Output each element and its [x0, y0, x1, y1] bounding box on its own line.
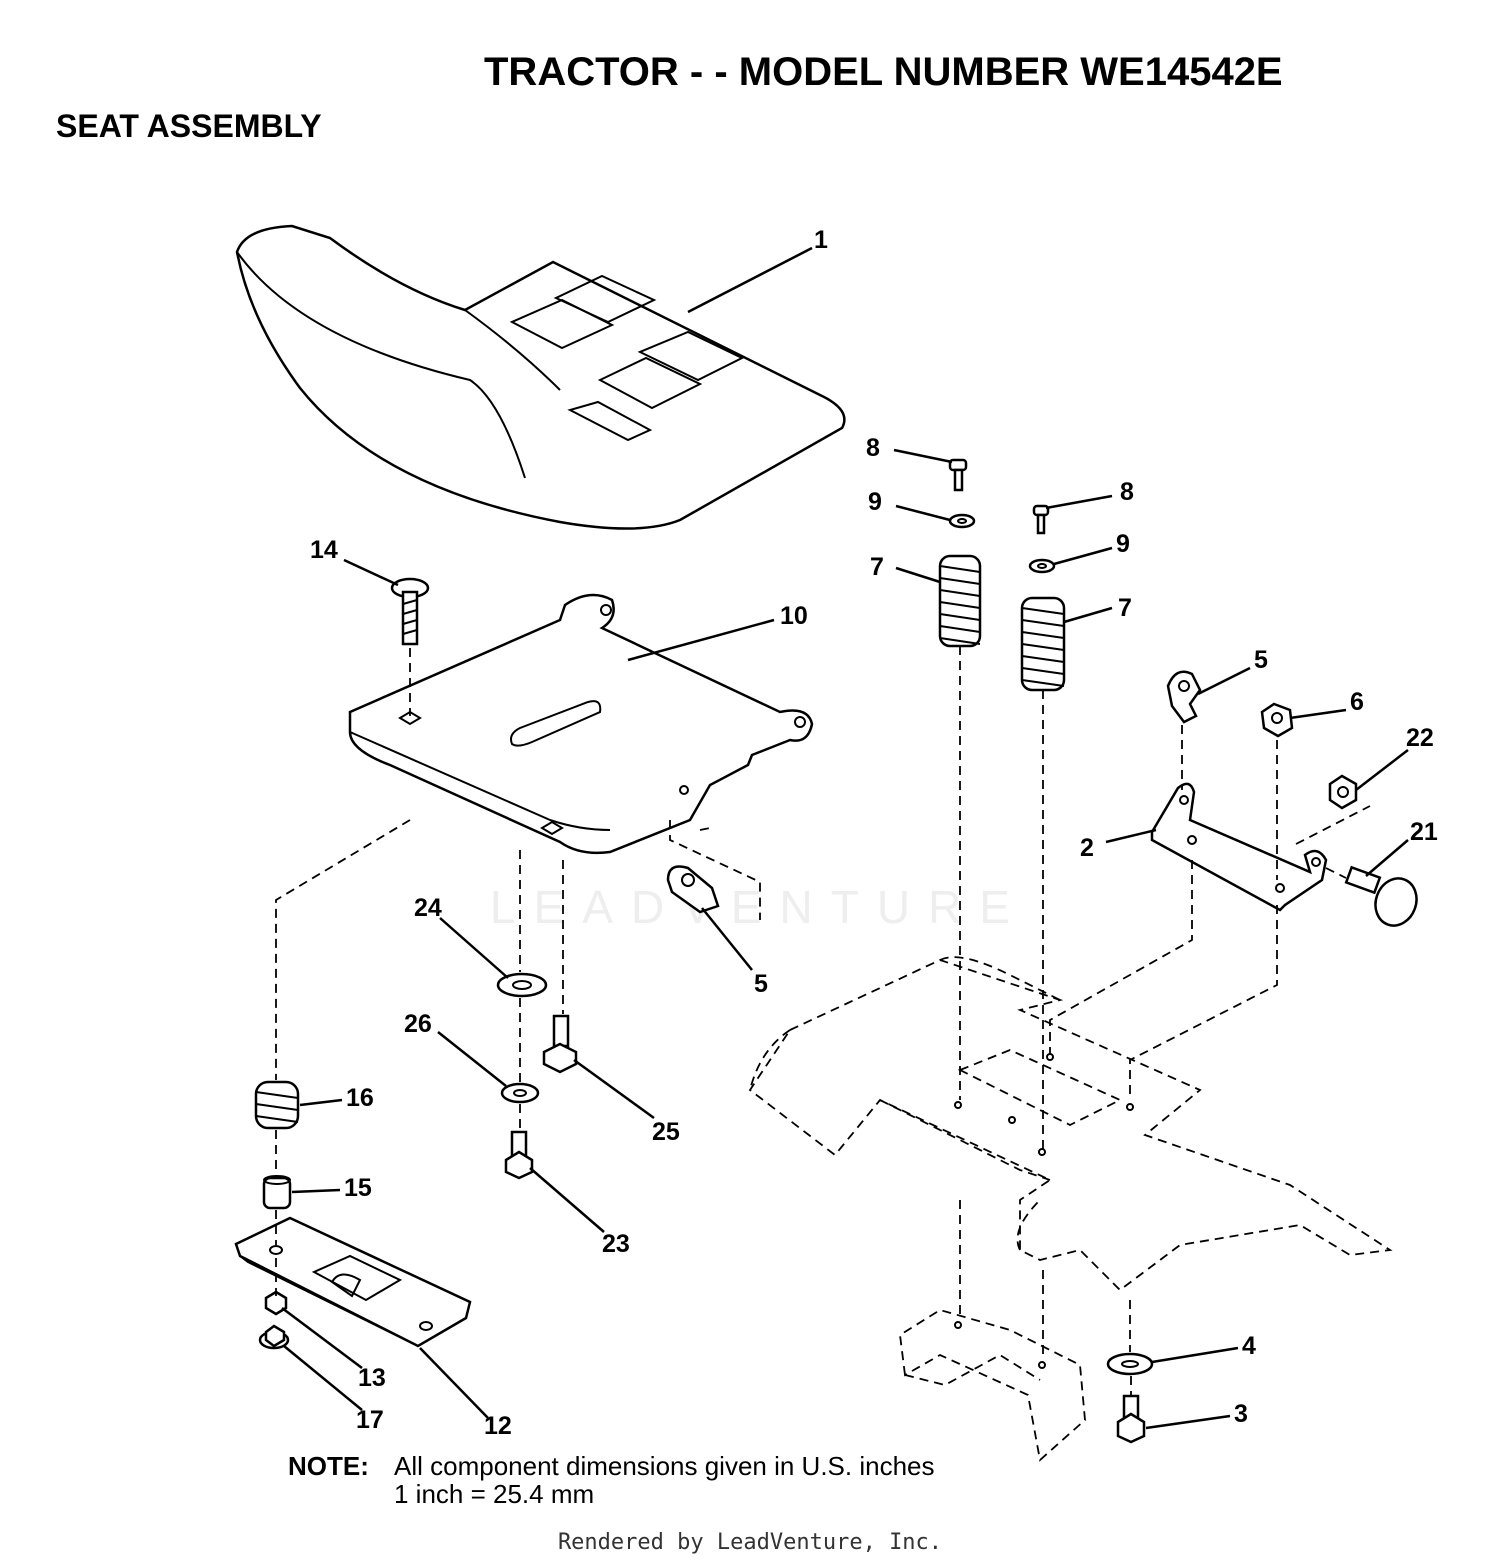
- fender-frame-outline: [748, 956, 1393, 1462]
- callout-26: 26: [404, 1010, 432, 1038]
- note-line-2: 1 inch = 25.4 mm: [394, 1479, 595, 1509]
- compression-spring[interactable]: [254, 1080, 300, 1130]
- callout-10: 10: [780, 602, 808, 630]
- callout-25: 25: [652, 1118, 680, 1146]
- seat-pan[interactable]: [348, 593, 814, 855]
- washer-24[interactable]: [496, 972, 548, 998]
- shoulder-bolt[interactable]: [542, 1014, 578, 1074]
- callout-15: 15: [344, 1174, 372, 1202]
- leader-lines: [281, 246, 1409, 1430]
- spring-left[interactable]: [938, 554, 982, 648]
- adjustment-knob[interactable]: [1344, 865, 1423, 931]
- footer-credit: Rendered by LeadVenture, Inc.: [557, 1530, 943, 1555]
- seat[interactable]: [235, 224, 846, 530]
- callout-2: 2: [1080, 834, 1094, 862]
- callout-7-left: 7: [870, 553, 884, 581]
- callout-7-right: 7: [1118, 594, 1132, 622]
- watermark: LEADVENTURE: [490, 881, 1028, 933]
- callout-8-right: 8: [1120, 478, 1134, 506]
- bolt-left[interactable]: [948, 458, 968, 492]
- note-line-1: All component dimensions given in U.S. i…: [394, 1451, 935, 1481]
- callout-5-lower: 5: [754, 970, 768, 998]
- hex-bolt-23[interactable]: [504, 1130, 534, 1180]
- callout-labels: 1 8 9 7 8 9 7 14 10 5 6 22 21 2 5 24 26 …: [310, 226, 1438, 1440]
- carriage-bolt[interactable]: [390, 577, 430, 646]
- bolt-right[interactable]: [1032, 504, 1050, 535]
- callout-8-left: 8: [866, 434, 880, 462]
- washer-26[interactable]: [500, 1082, 540, 1104]
- washer-right[interactable]: [1028, 558, 1056, 574]
- flat-washer[interactable]: [1106, 1352, 1154, 1376]
- callout-13: 13: [358, 1364, 386, 1392]
- clip-upper[interactable]: [1166, 670, 1202, 724]
- washer-left[interactable]: [948, 513, 976, 529]
- callout-16: 16: [346, 1084, 374, 1112]
- flange-nut[interactable]: [1328, 774, 1358, 810]
- callout-1: 1: [814, 226, 828, 254]
- callout-9-right: 9: [1116, 530, 1130, 558]
- callout-12: 12: [484, 1412, 512, 1440]
- seat-rail-bracket[interactable]: [234, 1216, 472, 1348]
- lock-nut[interactable]: [1260, 702, 1294, 738]
- callout-3: 3: [1234, 1400, 1248, 1428]
- callout-6: 6: [1350, 688, 1364, 716]
- callout-24: 24: [414, 894, 442, 922]
- callout-22: 22: [1406, 724, 1434, 752]
- dimension-note: NOTE: All component dimensions given in U…: [288, 1452, 935, 1508]
- clip-lower[interactable]: [666, 865, 720, 914]
- callout-17: 17: [356, 1406, 384, 1434]
- spacer[interactable]: [262, 1175, 292, 1210]
- callout-23: 23: [602, 1230, 630, 1258]
- bracket[interactable]: [1150, 782, 1328, 912]
- flange-lock-nut[interactable]: [258, 1324, 290, 1350]
- callout-14: 14: [310, 536, 338, 564]
- callout-5-upper: 5: [1254, 646, 1268, 674]
- page-title: TRACTOR - - MODEL NUMBER WE14542E: [484, 50, 1283, 94]
- note-label: NOTE:: [288, 1451, 369, 1481]
- assembly-lines: [275, 646, 1371, 1396]
- section-title: SEAT ASSEMBLY: [56, 108, 322, 144]
- spring-right[interactable]: [1020, 596, 1066, 692]
- hex-bolt-3[interactable]: [1116, 1394, 1146, 1444]
- callout-9-left: 9: [868, 488, 882, 516]
- callout-21: 21: [1410, 818, 1438, 846]
- callout-4: 4: [1242, 1332, 1256, 1360]
